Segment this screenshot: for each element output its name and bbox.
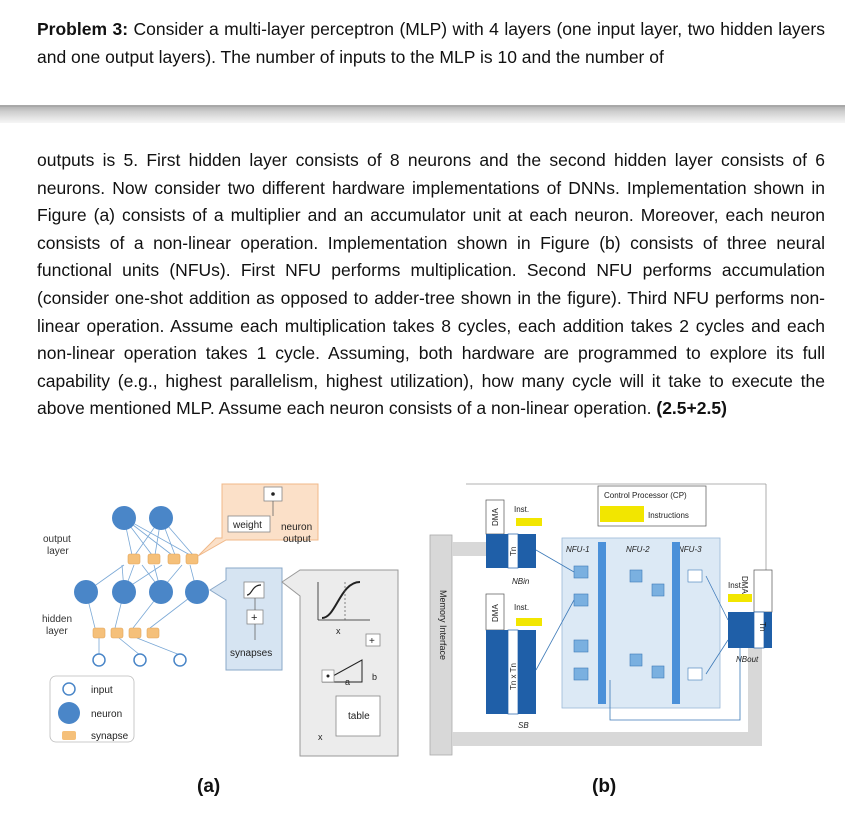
nfu2-adders (629, 569, 665, 679)
legend-synapse-label: synapse (91, 731, 129, 742)
nfu2-bar (672, 542, 680, 704)
problem-heading: Problem 3: (37, 19, 129, 39)
output-neuron (149, 506, 173, 530)
b-label: b (372, 672, 377, 682)
weight-label: weight (232, 520, 262, 531)
legend-neuron-icon (58, 702, 80, 724)
output-neuron (112, 506, 136, 530)
output-layer-label-2: layer (47, 546, 69, 557)
legend-input-label: input (91, 685, 113, 696)
nbout-buffer (728, 612, 772, 648)
inst-mid-label: Inst. (514, 603, 529, 612)
lookup-table (335, 695, 381, 737)
tn-top-label: Tn (509, 547, 518, 556)
page-break-shadow (0, 107, 845, 123)
dma-right-label: DMA (740, 576, 749, 594)
hidden-neuron (74, 580, 98, 604)
memory-interface (429, 534, 453, 756)
table-label: table (348, 711, 370, 722)
problem-paragraph-2: outputs is 5. First hidden layer consist… (37, 147, 825, 423)
sigmoid-curve (321, 581, 361, 619)
nfu3-units (687, 569, 703, 681)
hidden-layer-label-1: hidden (42, 614, 72, 625)
problem-text-1: Consider a multi-layer perceptron (MLP) … (37, 19, 825, 67)
a-label: a (345, 677, 350, 687)
output-synapses (127, 553, 199, 565)
x-label-bottom: x (318, 732, 323, 742)
instructions-label: Instructions (648, 511, 689, 520)
nfu1-bar (598, 542, 606, 704)
nbout-label: NBout (736, 655, 759, 664)
memory-interface-label: Memory Interface (438, 590, 448, 660)
hidden-neuron (149, 580, 173, 604)
dma-mid-label: DMA (491, 604, 500, 622)
neuron-output-label-1: neuron (281, 522, 312, 533)
figure-b-caption: (b) (592, 776, 617, 797)
inst-right-label: Inst. (728, 581, 743, 590)
problem-text-2: outputs is 5. First hidden layer consist… (37, 150, 825, 419)
input-neuron (173, 653, 187, 667)
neuron-output-label-2: output (283, 534, 311, 545)
input-neuron (92, 653, 106, 667)
inst-top-buffer (516, 518, 542, 526)
dma-top-label: DMA (491, 508, 500, 526)
legend-neuron-label: neuron (91, 709, 122, 720)
hidden-neuron (112, 580, 136, 604)
nfu1-multipliers (573, 565, 589, 681)
nfu3-label: NFU-3 (678, 545, 702, 554)
table-plus: + (369, 636, 375, 647)
nbin-label: NBin (512, 577, 530, 586)
inst-right-buffer (728, 594, 752, 602)
sb-label: SB (518, 721, 529, 730)
figure-a-mlp-diagram: output layer hidden layer weight neuron … (42, 483, 399, 757)
dma-right-box (753, 569, 773, 613)
dataflow-lines (535, 549, 741, 721)
nfu-panel (561, 537, 721, 709)
inst-top-label: Inst. (514, 505, 529, 514)
cp-instruction-buffer (600, 506, 644, 522)
page-break-line (0, 105, 845, 107)
hidden-neuron (185, 580, 209, 604)
control-processor-label: Control Processor (CP) (604, 491, 687, 500)
hidden-synapses (92, 627, 160, 639)
hidden-layer-label-2: layer (46, 626, 68, 637)
tn-right-label: Tn (758, 622, 767, 631)
legend-synapse-icon (62, 731, 76, 740)
nfu2-label: NFU-2 (626, 545, 650, 554)
output-layer-label-1: output (43, 534, 71, 545)
input-neuron (133, 653, 147, 667)
weight-box (227, 515, 271, 533)
figure-a-caption: (a) (197, 776, 221, 797)
tnxtn-label: Tn x Tn (509, 663, 518, 690)
x-label-top: x (336, 626, 341, 636)
synapses-label: synapses (230, 648, 272, 659)
nfu1-label: NFU-1 (566, 545, 590, 554)
figure-b-accelerator-diagram: Memory Interface DMA Inst. Tn NBin DMA I… (429, 483, 773, 756)
legend-input-icon (62, 682, 76, 696)
problem-paragraph-1: Problem 3: Consider a multi-layer percep… (37, 16, 825, 71)
inst-mid-buffer (516, 618, 542, 626)
problem-points: (2.5+2.5) (656, 398, 727, 419)
adder-plus: + (251, 612, 257, 624)
